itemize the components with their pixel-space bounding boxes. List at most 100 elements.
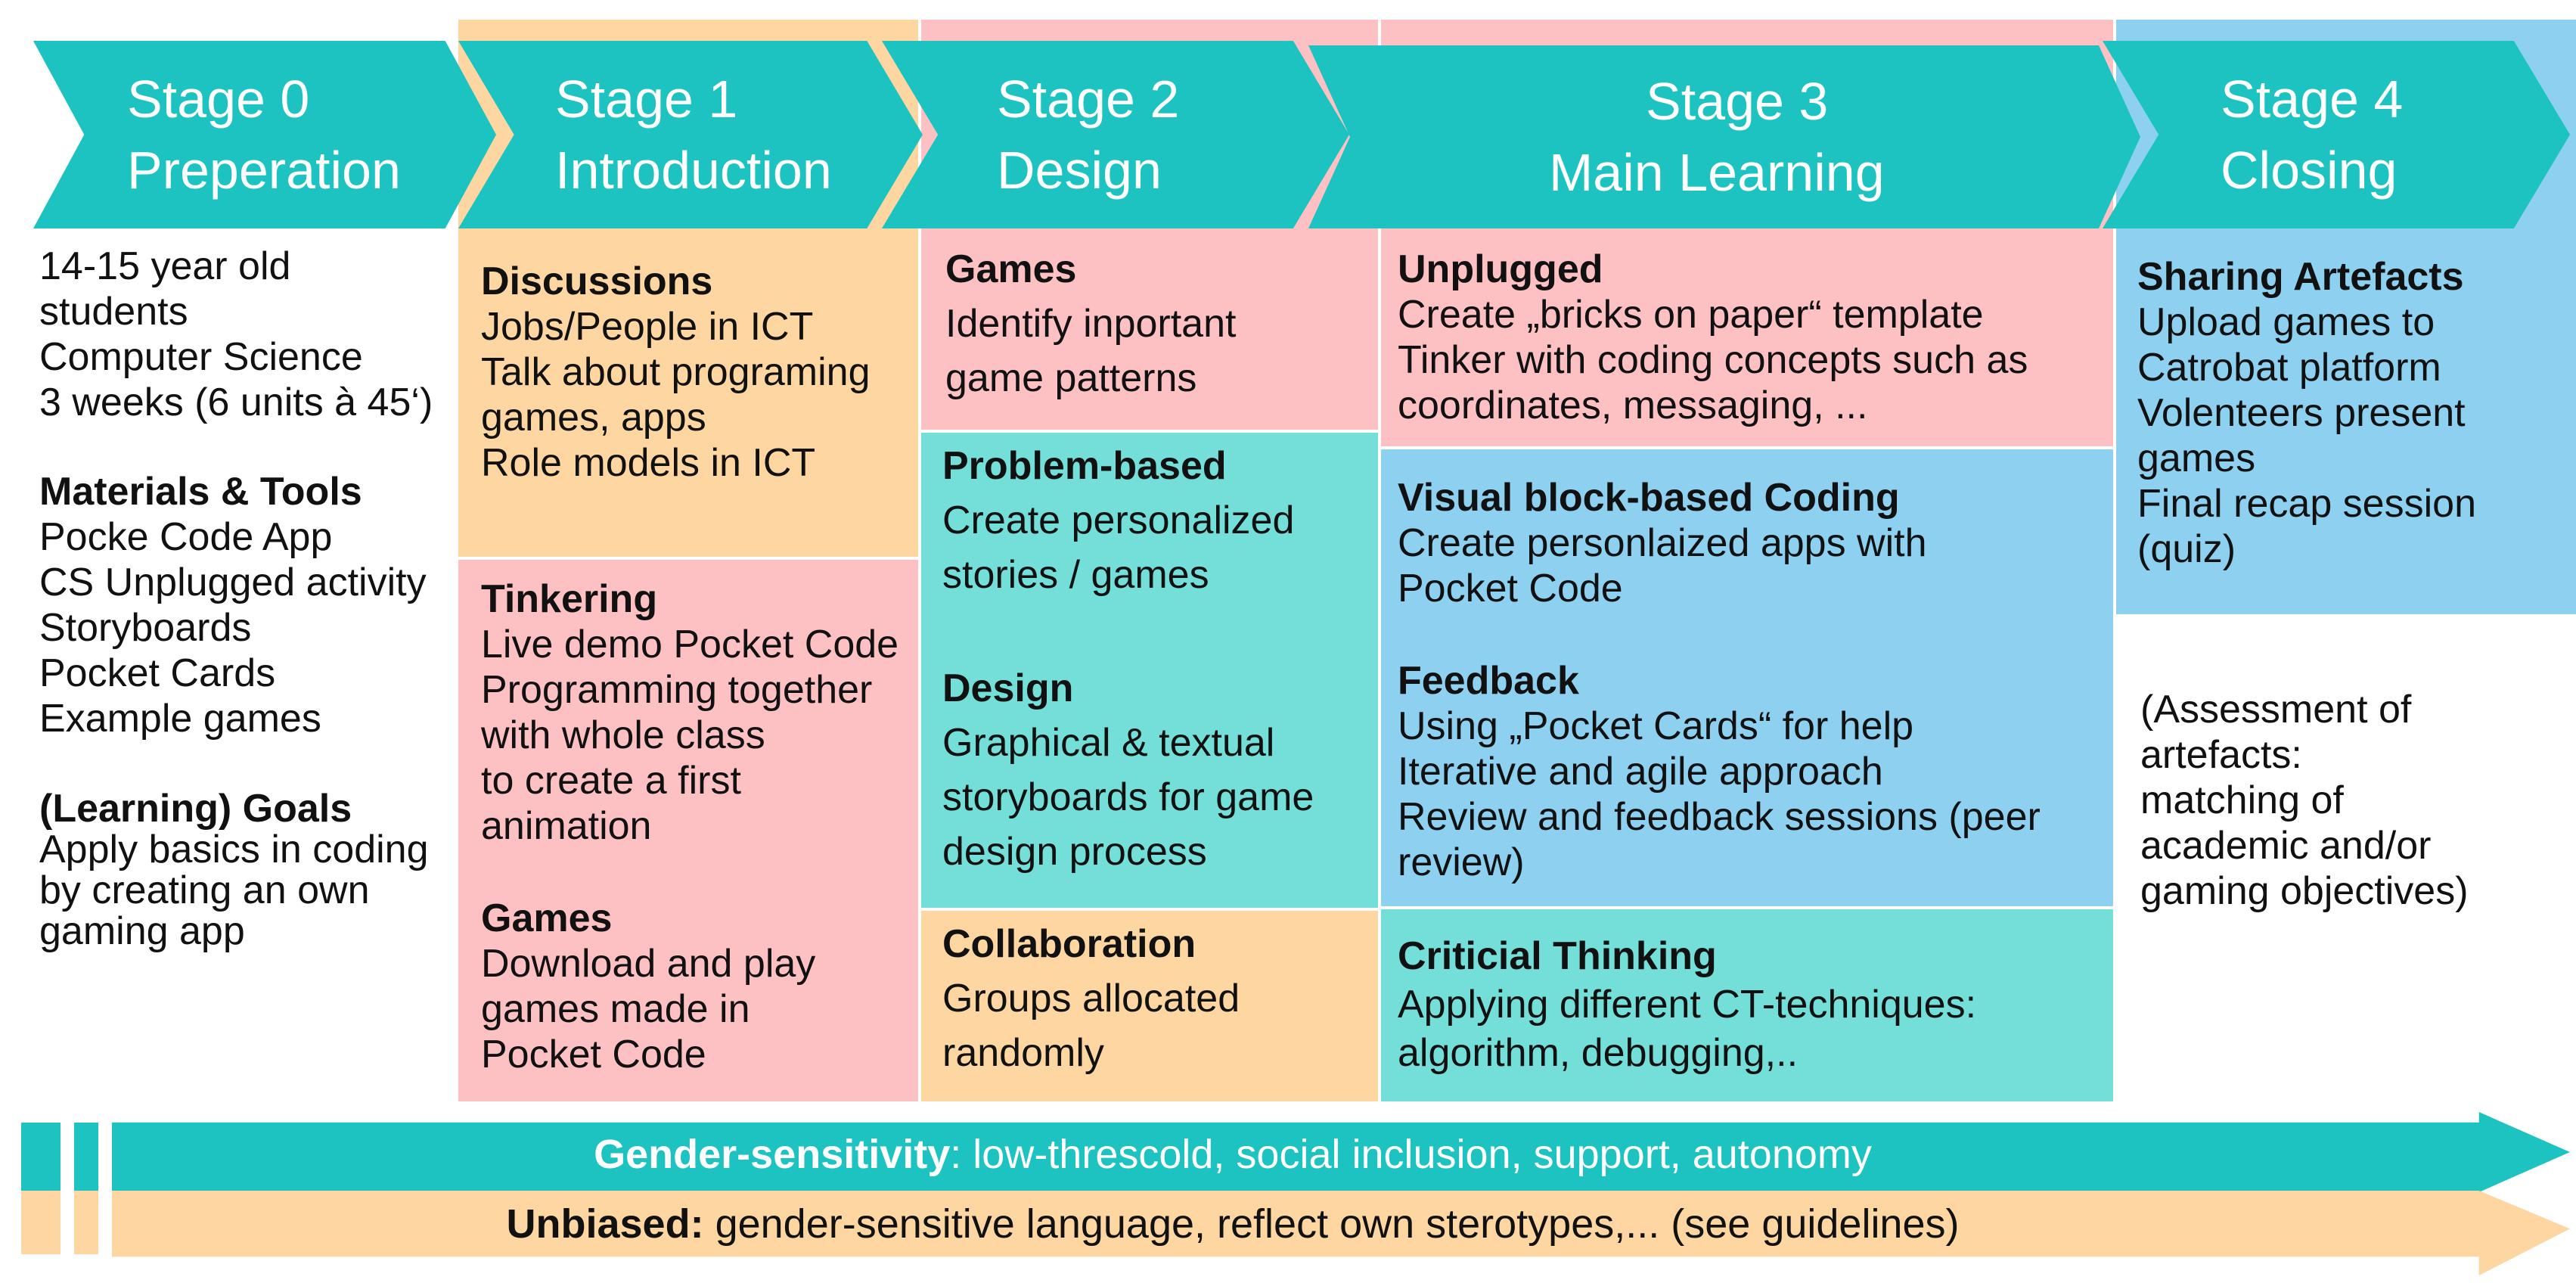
problem-heading: Problem-based <box>942 444 1227 488</box>
goals-line: Apply basics in coding <box>39 828 429 871</box>
visual-line: Create personlaized apps with <box>1398 521 1927 565</box>
stage-3-chevron: Stage 3 Main Learning <box>1308 45 2140 228</box>
assessment-line: (Assessment of <box>2140 688 2412 732</box>
materials-item: Storyboards <box>39 606 252 650</box>
divider <box>1380 446 2115 449</box>
stage-1-number: Stage 1 <box>555 70 738 129</box>
goals-line: gaming app <box>39 909 245 953</box>
materials-item: Pocket Cards <box>39 651 276 695</box>
unbiased-detail: gender-sensitive language, reflect own s… <box>703 1201 1960 1247</box>
unplugged-heading: Unplugged <box>1398 247 1603 291</box>
stage1-games: Games Download and play games made in Po… <box>481 896 815 1077</box>
stage3-critical-bg <box>1380 908 2115 1101</box>
tinkering-line: to create a first <box>481 759 741 803</box>
divider <box>2113 20 2116 1101</box>
tinkering-line: Live demo Pocket Code <box>481 623 899 666</box>
stage3-critical: Criticial Thinking Applying different CT… <box>1398 932 1976 1077</box>
materials-item: Example games <box>39 697 321 741</box>
stage2-collab-bg <box>920 909 1380 1101</box>
sharing-line: (quiz) <box>2137 527 2236 571</box>
gender-sensitivity-arrow <box>112 1112 2570 1192</box>
assessment-line: academic and/or <box>2140 824 2432 868</box>
stage0-goals: (Learning) Goals Apply basics in coding … <box>39 788 429 952</box>
games-line: Identify inportant <box>945 302 1237 346</box>
stage-2-chevron: Stage 2 Design <box>882 41 1349 228</box>
problem-line: Create personalized <box>942 499 1295 542</box>
discussions-line: Role models in ICT <box>481 441 816 485</box>
stage-4-number: Stage 4 <box>2221 70 2404 129</box>
divider <box>458 557 920 560</box>
unplugged-line: Tinker with coding concepts such as <box>1398 338 2028 382</box>
critical-heading: Criticial Thinking <box>1398 934 1717 978</box>
stage2-games: Games Identify inportant game patterns <box>945 242 1236 405</box>
visual-line: Pocket Code <box>1398 567 1623 610</box>
stage2-problem: Problem-based Create personalized storie… <box>942 439 1294 602</box>
collaboration-line: randomly <box>942 1031 1104 1075</box>
intro-line: 14-15 year old <box>39 244 291 288</box>
stage-3-name: Main Learning <box>1549 143 1885 202</box>
sharing-line: Upload games to <box>2137 300 2435 344</box>
divider <box>1378 20 1381 1101</box>
materials-item: CS Unplugged activity <box>39 561 427 604</box>
visual-heading: Visual block-based Coding <box>1398 476 1900 520</box>
intro-line: students <box>39 290 188 334</box>
design-line: Graphical & textual <box>942 721 1275 765</box>
divider <box>920 430 1380 433</box>
stage0-intro: 14-15 year old students Computer Science… <box>39 244 433 425</box>
sharing-line: games <box>2137 436 2256 480</box>
games-heading: Games <box>481 896 613 940</box>
stage1-discussions: Discussions Jobs/People in ICT Talk abou… <box>481 259 871 486</box>
divider <box>918 20 921 1101</box>
materials-item: Pocke Code App <box>39 515 333 559</box>
sharing-line: Catrobat platform <box>2137 346 2441 390</box>
stage4-assessment: (Assessment of artefacts: matching of ac… <box>2140 687 2469 914</box>
goals-line: by creating an own <box>39 868 370 912</box>
games-line: game patterns <box>945 356 1197 400</box>
stage1-tinkering-bg <box>458 558 920 1101</box>
feedback-line: review) <box>1398 840 1525 884</box>
sharing-heading: Sharing Artefacts <box>2137 255 2464 299</box>
stage2-collaboration: Collaboration Groups allocated randomly <box>942 917 1240 1080</box>
feedback-line: Review and feedback sessions (peer <box>1398 795 2041 839</box>
arrow-tail-stripe <box>21 1191 61 1254</box>
divider <box>1380 906 2115 909</box>
assessment-line: gaming objectives) <box>2140 869 2469 913</box>
intro-line: 3 weeks (6 units à 45‘) <box>39 381 433 424</box>
stage1-tinkering: Tinkering Live demo Pocket Code Programm… <box>481 576 898 849</box>
stage-4-chevron: Stage 4 Closing <box>2103 41 2570 228</box>
arrow-tail-stripe <box>74 1123 98 1191</box>
unplugged-line: coordinates, messaging, ... <box>1398 384 1868 427</box>
games-line: Download and play <box>481 942 816 986</box>
stage-2-name: Design <box>997 141 1162 200</box>
unbiased-text: Unbiased: gender-sensitive language, ref… <box>0 1198 2466 1250</box>
unplugged-line: Create „bricks on paper“ template <box>1398 293 1984 337</box>
stage-4-name: Closing <box>2221 141 2398 200</box>
stage-2-number: Stage 2 <box>997 70 1180 129</box>
arrow-tail-stripe <box>74 1191 98 1254</box>
collaboration-line: Groups allocated <box>942 977 1240 1020</box>
stage3-feedback: Feedback Using „Pocket Cards“ for help I… <box>1398 658 2041 885</box>
design-line: storyboards for game <box>942 775 1314 819</box>
stage2-design: Design Graphical & textual storyboards f… <box>942 661 1314 879</box>
stage3-visual-bg <box>1380 448 2115 908</box>
stage-0-number: Stage 0 <box>127 70 310 129</box>
discussions-line: Talk about programing <box>481 350 871 394</box>
tinkering-line: with whole class <box>481 713 765 757</box>
critical-line: Applying different CT-techniques: <box>1398 983 1977 1027</box>
gender-sensitivity-detail: : low-threscold, social inclusion, suppo… <box>950 1132 1872 1177</box>
stage0-materials: Materials & Tools Pocke Code App CS Unpl… <box>39 469 427 741</box>
assessment-line: matching of <box>2140 778 2344 822</box>
stage3-visual: Visual block-based Coding Create personl… <box>1398 475 1927 611</box>
stage-0-name: Preperation <box>127 141 401 200</box>
discussions-heading: Discussions <box>481 259 713 303</box>
feedback-heading: Feedback <box>1398 659 1579 703</box>
stage-0-chevron: Stage 0 Preperation <box>33 41 496 228</box>
collaboration-heading: Collaboration <box>942 922 1196 966</box>
feedback-line: Using „Pocket Cards“ for help <box>1398 704 1914 748</box>
problem-line: stories / games <box>942 553 1209 597</box>
divider <box>920 908 1380 911</box>
discussions-line: games, apps <box>481 396 706 440</box>
sharing-line: Volenteers present <box>2137 391 2466 435</box>
tinkering-line: animation <box>481 804 652 848</box>
games-heading: Games <box>945 247 1077 291</box>
